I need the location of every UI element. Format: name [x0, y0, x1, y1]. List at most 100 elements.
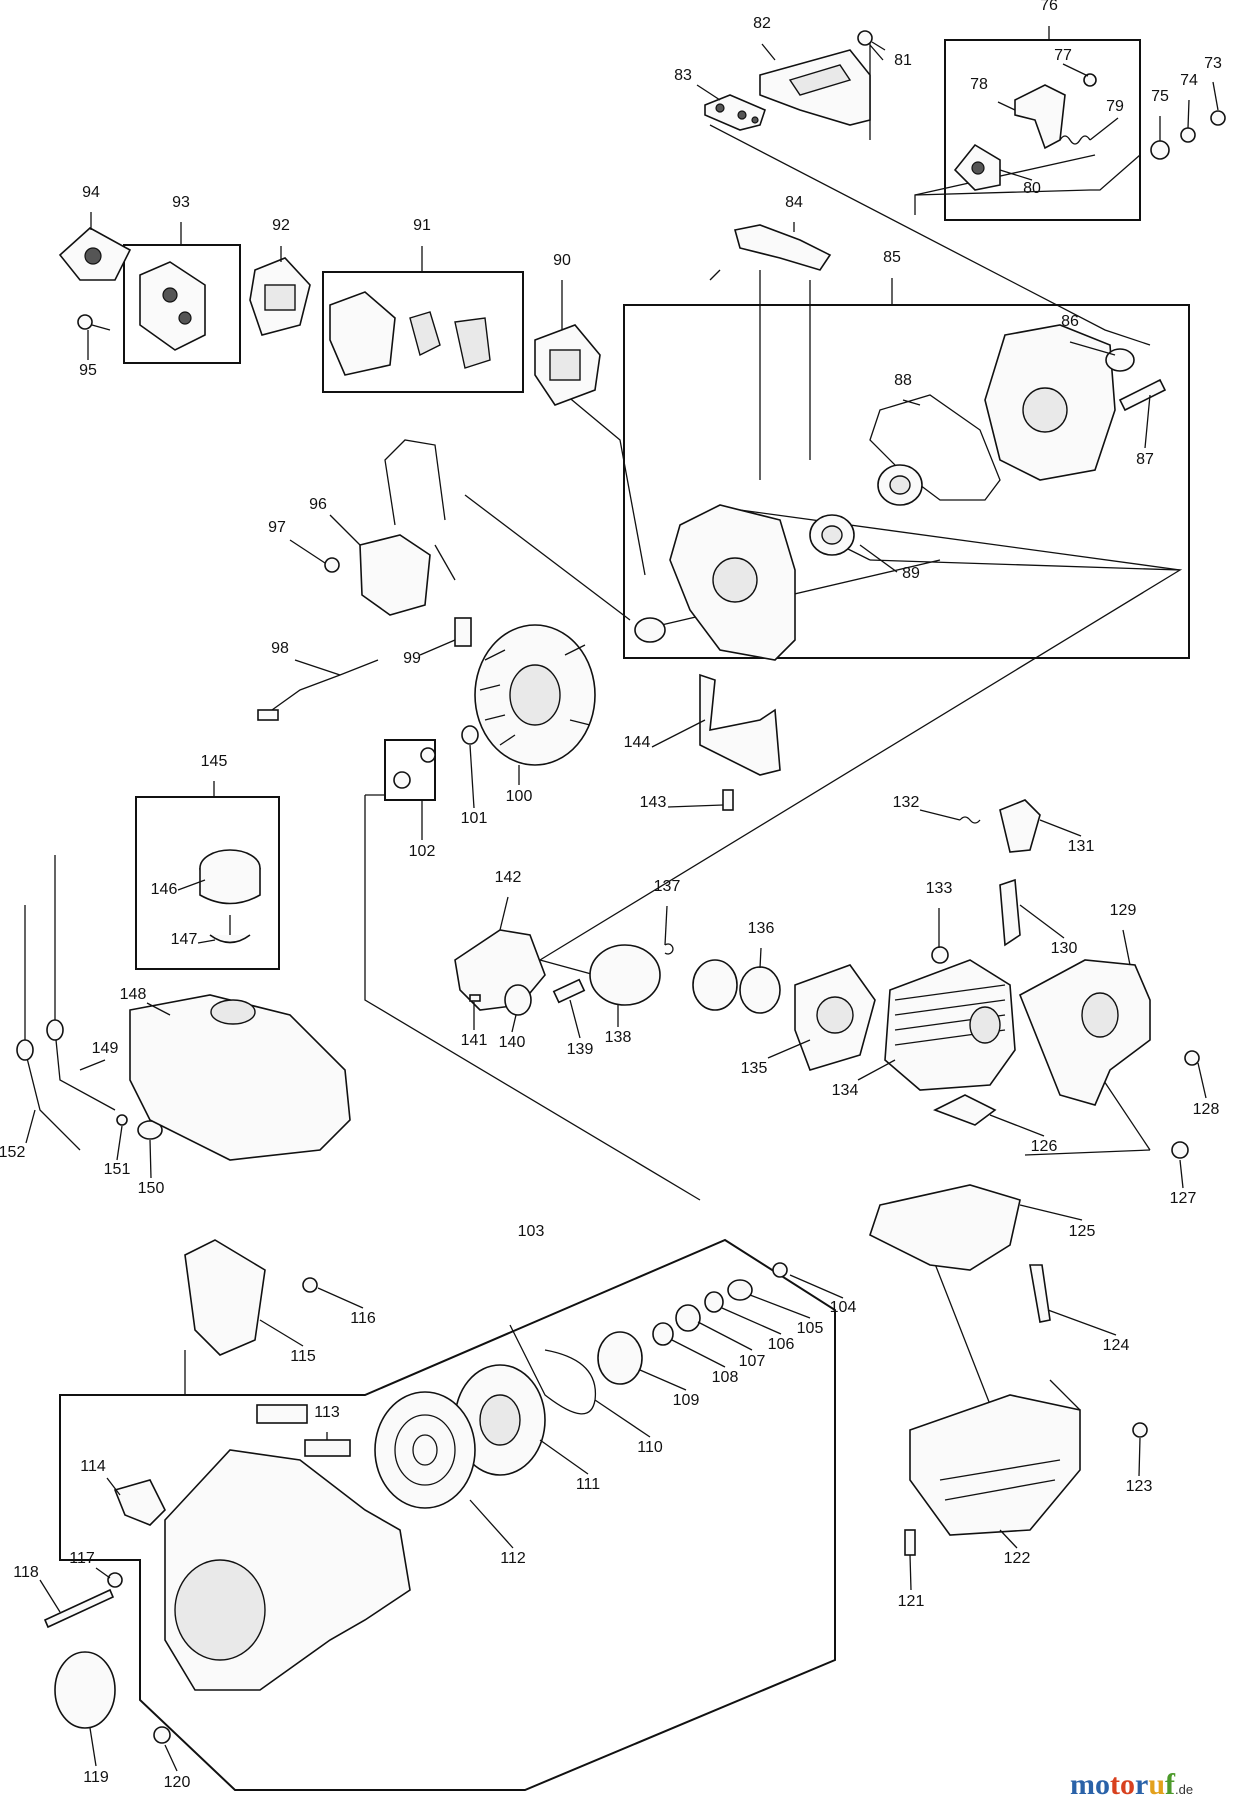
part-label-88: 88: [894, 372, 912, 389]
part-144-bracket: [699, 673, 781, 776]
logo-part-5: f: [1165, 1768, 1176, 1801]
part-95-screw: [77, 314, 111, 331]
part-118-bolt: [43, 1588, 115, 1629]
part-125-muffler-cover: [869, 1184, 1021, 1271]
part-label-114: 114: [80, 1458, 106, 1475]
part-label-94: 94: [82, 184, 100, 201]
part-123-screw: [1132, 1422, 1148, 1438]
part-106-spring: [704, 1291, 724, 1313]
part-107-ratchet: [675, 1304, 701, 1332]
part-label-102: 102: [409, 843, 436, 860]
parts-73-75-washers: [1150, 110, 1226, 160]
group-box-145: [135, 796, 280, 970]
part-label-136: 136: [748, 920, 775, 937]
part-label-97: 97: [268, 519, 286, 536]
part-151-clip: [116, 1114, 128, 1126]
part-78-lever: [1014, 84, 1066, 150]
group-box-102: [384, 739, 436, 801]
part-label-103: 103: [518, 1223, 545, 1240]
part-77-screw: [1083, 73, 1097, 87]
part-102-bolt: [393, 747, 436, 789]
label-leaders: [25, 26, 1219, 1772]
part-label-124: 124: [1103, 1337, 1130, 1354]
part-109-pulley: [597, 1331, 643, 1385]
part-141-key: [469, 994, 481, 1002]
part-label-95: 95: [79, 362, 97, 379]
part-147-strainer: [209, 915, 251, 944]
part-label-119: 119: [83, 1769, 109, 1786]
part-label-104: 104: [830, 1299, 857, 1316]
part-152-fuel-line: [16, 905, 81, 1151]
part-132-spring: [959, 816, 981, 824]
logo-part-4: u: [1148, 1768, 1166, 1801]
part-label-139: 139: [567, 1041, 594, 1058]
part-label-111: 111: [576, 1476, 600, 1493]
part-81-screw: [857, 30, 886, 51]
part-label-151: 151: [104, 1161, 131, 1178]
part-label-143: 143: [640, 794, 667, 811]
part-86-crankcase-half: [984, 324, 1135, 481]
part-131-boot: [999, 799, 1041, 853]
part-label-77: 77: [1054, 47, 1072, 64]
part-label-100: 100: [506, 788, 533, 805]
part-label-141: 141: [461, 1032, 488, 1049]
group-box-85: [623, 304, 1190, 659]
part-120-screw: [153, 1726, 171, 1744]
part-label-127: 127: [1170, 1190, 1197, 1207]
part-label-106: 106: [768, 1336, 795, 1353]
part-136-ring: [692, 959, 738, 1011]
part-label-118: 118: [13, 1564, 39, 1581]
part-136b-ring: [739, 966, 781, 1014]
part-label-125: 125: [1069, 1223, 1096, 1240]
part-label-87: 87: [1136, 451, 1154, 468]
part-label-86: 86: [1061, 313, 1079, 330]
part-122-muffler-guard: [909, 1394, 1081, 1536]
part-label-145: 145: [201, 753, 228, 770]
part-label-101: 101: [461, 810, 488, 827]
motoruf-logo: motoruf.de: [1070, 1768, 1193, 1802]
part-94-gasket: [58, 227, 132, 281]
part-label-79: 79: [1106, 98, 1124, 115]
part-label-90: 90: [553, 252, 571, 269]
part-133-screw: [931, 946, 949, 964]
part-label-92: 92: [272, 217, 290, 234]
part-115-handle: [184, 1239, 266, 1356]
part-label-81: 81: [894, 52, 912, 69]
part-label-121: 121: [898, 1593, 925, 1610]
part-93-insulator: [139, 261, 206, 351]
part-label-75: 75: [1151, 88, 1169, 105]
part-108-washer: [652, 1322, 674, 1346]
part-label-122: 122: [1004, 1550, 1031, 1567]
part-90-gasket: [534, 324, 601, 406]
part-92-gasket: [249, 257, 311, 336]
part-98-cable: [257, 659, 379, 721]
part-label-89: 89: [902, 565, 920, 582]
part-127-screw: [1171, 1141, 1189, 1159]
part-117-washer: [107, 1572, 123, 1588]
part-label-144: 144: [624, 734, 651, 751]
part-124-bolt: [1029, 1264, 1051, 1323]
part-140-bearing: [504, 984, 532, 1016]
part-89-bearing: [809, 464, 923, 556]
logo-tld: .de: [1175, 1782, 1194, 1797]
part-85-crankcase-half: [634, 504, 796, 661]
part-label-128: 128: [1193, 1101, 1220, 1118]
part-label-110: 110: [637, 1439, 663, 1456]
group-box-91: [322, 271, 524, 393]
logo-part-3: r: [1135, 1768, 1149, 1801]
part-label-123: 123: [1126, 1478, 1153, 1495]
part-101-nut: [461, 725, 479, 745]
part-label-150: 150: [138, 1180, 165, 1197]
part-91-reed: [329, 291, 491, 376]
part-96-ignition-coil: [359, 439, 456, 616]
part-79-spring: [1059, 135, 1091, 145]
part-150-filter: [137, 1120, 163, 1140]
part-80-plate: [953, 143, 1001, 191]
part-112-spring: [374, 1391, 476, 1509]
part-135-gasket: [794, 964, 876, 1071]
part-label-131: 131: [1068, 838, 1095, 855]
part-139-pin: [552, 978, 586, 1004]
part-label-99: 99: [403, 650, 421, 667]
